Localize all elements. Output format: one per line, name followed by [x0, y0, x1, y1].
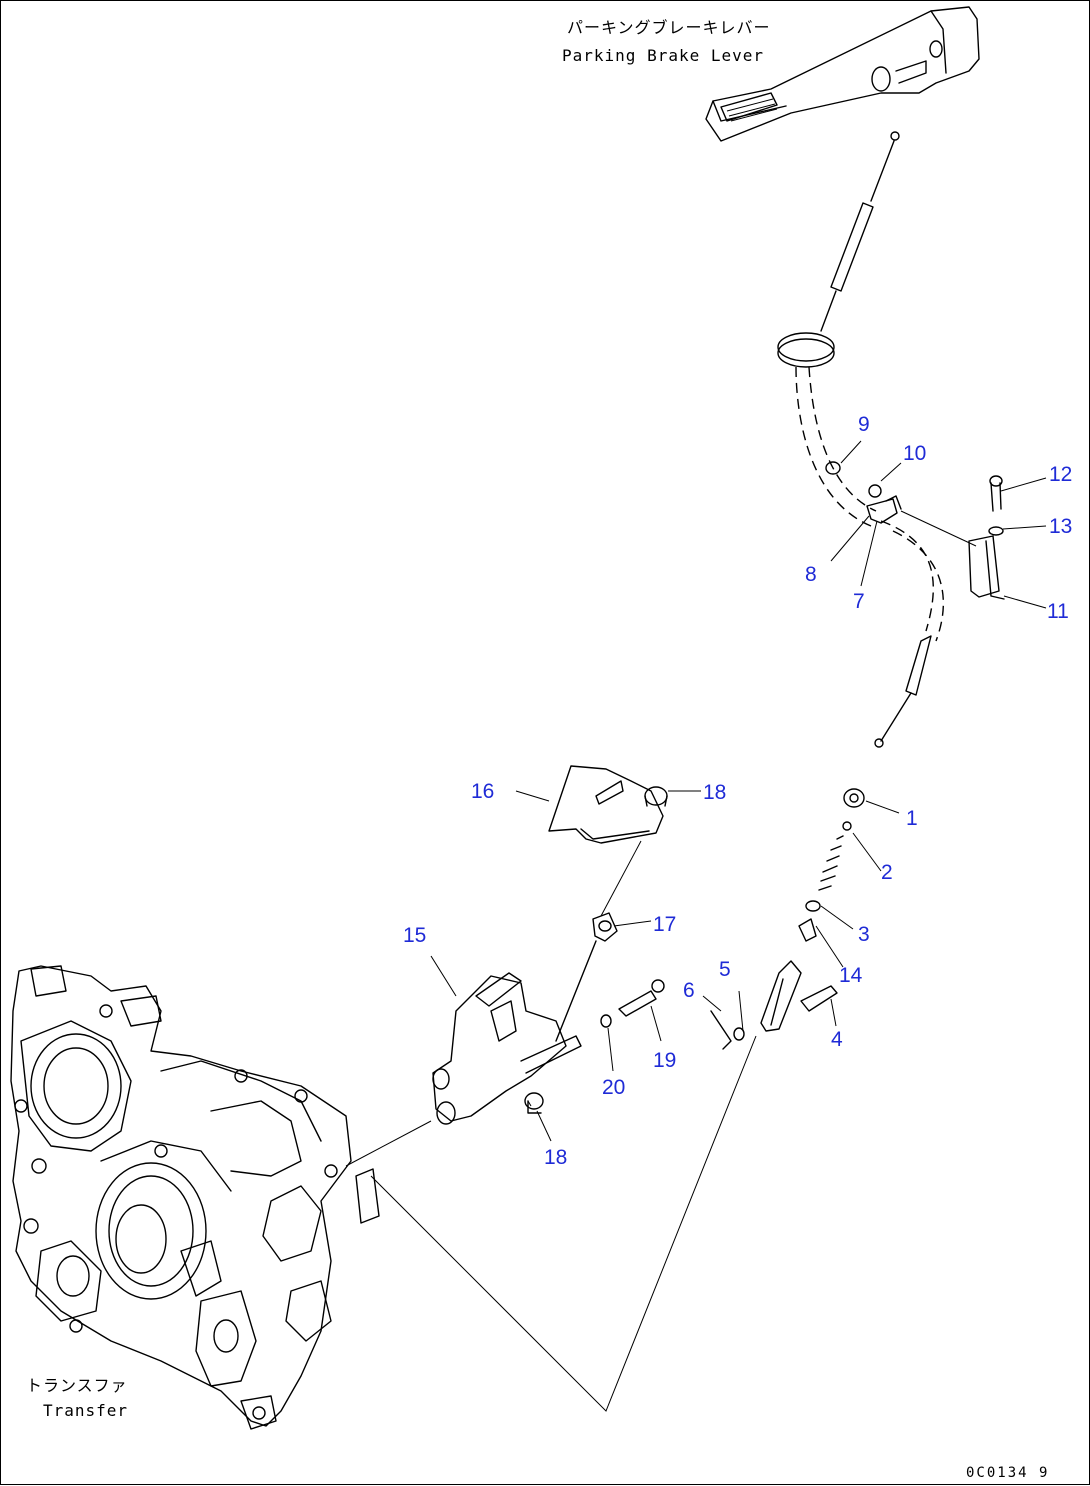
bracket [968, 475, 1005, 600]
callout-16: 16 [471, 780, 494, 803]
callout-3: 3 [858, 923, 870, 946]
callout-2: 2 [881, 861, 893, 884]
parking-brake-lever [705, 6, 980, 142]
callout-6: 6 [683, 979, 695, 1002]
callout-4: 4 [831, 1028, 843, 1051]
transfer-label-jp: トランスファ [26, 1376, 128, 1395]
callout-9: 9 [858, 413, 870, 436]
transfer-label-en: Transfer [43, 1401, 128, 1420]
spring-assembly [798, 788, 865, 942]
transfer-case [10, 965, 380, 1430]
callout-12: 12 [1049, 463, 1072, 486]
callout-1: 1 [906, 807, 918, 830]
callout-13: 13 [1049, 515, 1072, 538]
callout-5: 5 [719, 958, 731, 981]
callout-8: 8 [805, 563, 817, 586]
small-fasteners [555, 912, 665, 1042]
callout-7: 7 [853, 590, 865, 613]
callout-14: 14 [839, 964, 863, 987]
callout-15: 15 [403, 924, 426, 947]
lever-label-jp: パーキングブレーキレバー [567, 18, 771, 37]
brake-cable [777, 131, 977, 748]
callout-18-top: 18 [703, 781, 726, 804]
callout-18-bottom: 18 [544, 1146, 567, 1169]
lever-label-en: Parking Brake Lever [562, 46, 764, 65]
mounting-plate [548, 765, 668, 917]
callout-11: 11 [1047, 600, 1069, 623]
callout-17: 17 [653, 913, 676, 936]
cable-clamp [825, 461, 902, 524]
text-labels: パーキングブレーキレバー Parking Brake Lever トランスファ … [26, 18, 1049, 1481]
callout-20: 20 [602, 1076, 625, 1099]
callout-10: 10 [903, 442, 926, 465]
callout-numbers: 1 2 3 4 5 6 7 8 9 10 11 12 13 14 15 16 1… [403, 413, 1072, 1169]
lever-arm [710, 960, 838, 1050]
linkage-lines [345, 1035, 757, 1412]
brake-valve [432, 972, 582, 1125]
callout-leaders [430, 440, 1047, 1142]
callout-19: 19 [653, 1049, 676, 1072]
drawing-reference: 0C0134 9 [966, 1465, 1049, 1481]
